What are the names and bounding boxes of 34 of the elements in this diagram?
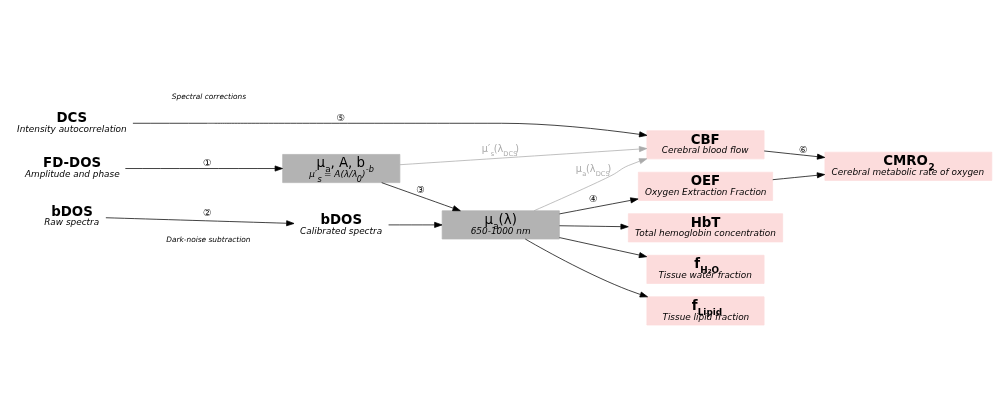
arrow [399,146,648,166]
edge-label: ② [202,207,212,219]
node-text: bDOS Raw spectra [44,203,100,228]
arrow [533,158,648,212]
edge-label: ⑥ [798,143,808,155]
label: Spectral corrections [171,92,247,102]
label: Dark-noise subtraction [166,234,251,244]
edge-label: ⑤ [336,111,346,123]
arrow [105,217,295,227]
arrow [763,150,826,160]
node-text: DCS Intensity autocorrelation [17,110,127,134]
node-text: FD-DOS Amplitude and phase [24,155,120,180]
node-box: CMRO$_{2}$ Cerebral metabolic rate of oxygen [824,151,993,181]
edge-label: ① [202,156,212,168]
node-box: μ$_{a}$(λ) 650-1000 nm [441,210,560,240]
arrow [124,165,283,172]
arrow [381,182,461,212]
arrow [772,172,826,181]
node-box: HbT Total hemoglobin concentration [628,213,783,243]
edge-label: μ′$_{s}$(λ$_{DCS}$) [481,142,519,158]
arrow [559,237,648,258]
node-box: f$_{H₂O}$ Tissue water fraction [646,254,765,284]
node-box: OEF Oxygen Extraction Fraction [638,171,773,201]
edge-label: ③ [416,183,425,195]
node-box: CBF Cerebral blood flow [646,130,765,160]
node-text: bDOS Calibrated spectra [300,211,383,236]
arrow [559,197,639,215]
edge-label: μ$_{a}$(λ$_{DCS}$) [575,162,612,178]
arrow [132,122,648,138]
arrow [559,223,629,230]
node-box: f$_{Lipid}$ Tissue lipid fraction [646,296,765,326]
arrow [388,221,443,228]
edge-label: ④ [589,193,598,205]
arrow [525,238,648,298]
